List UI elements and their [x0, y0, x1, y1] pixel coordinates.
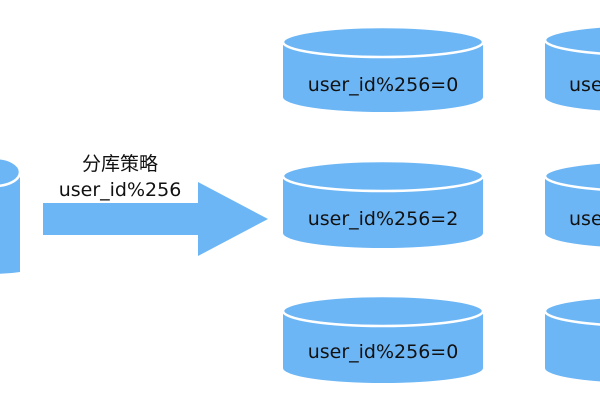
shard-label: use [569, 74, 600, 96]
shard-database-middle-1: user_id%256=0 [281, 25, 485, 112]
shard-label: user_id%256=0 [308, 341, 459, 363]
shard-label: user_id%256=0 [308, 74, 459, 96]
shard-database-right-3 [543, 296, 600, 382]
shard-database-right-2: use [543, 161, 600, 247]
strategy-rule: user_id%256 [59, 179, 182, 201]
shard-label: use [569, 208, 600, 230]
shard-database-middle-3: user_id%256=0 [281, 294, 485, 383]
shard-label: user_id%256=2 [308, 208, 459, 230]
source-database [0, 157, 22, 274]
shard-database-right-1: use [543, 25, 600, 111]
strategy-title: 分库策略 [82, 153, 158, 175]
right-arrow-icon [43, 182, 268, 256]
shard-database-middle-2: user_id%256=2 [281, 159, 485, 248]
